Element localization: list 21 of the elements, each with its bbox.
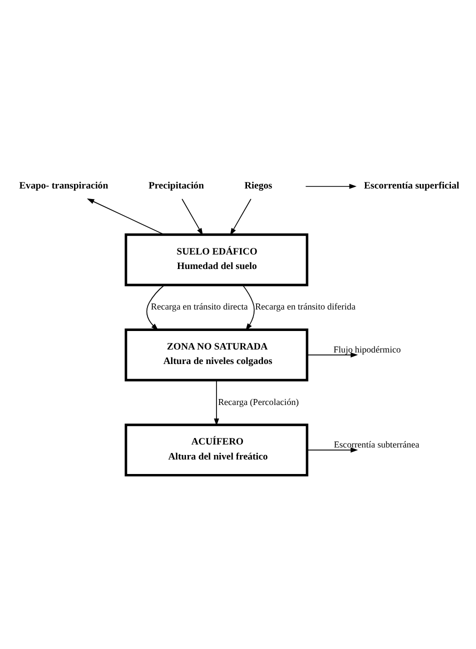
- node-text: Escorrentía superficial: [364, 180, 460, 192]
- node-box: ACUÍFERO Altura del nivel freático: [124, 424, 308, 476]
- arrow: [242, 284, 255, 331]
- arrow: [182, 198, 203, 236]
- arrow: [305, 184, 357, 189]
- node-box: ZONA NO SATURADA Altura de niveles colgados: [124, 328, 308, 382]
- arrow: [146, 284, 165, 330]
- arrow: [214, 380, 220, 426]
- arrow: [86, 198, 164, 235]
- edge-label: Recarga en tránsito diferida: [255, 302, 356, 312]
- node-text: Evapo- transpiración: [19, 180, 108, 192]
- edge-label: Escorrentía subterránea: [334, 440, 420, 450]
- node-text: Riegos: [244, 180, 272, 192]
- arrow: [306, 447, 358, 453]
- arrow: [306, 352, 358, 358]
- node-box: SUELO EDÁFICO Humedad del suelo: [124, 233, 308, 286]
- edge-label: Recarga en tránsito directa: [150, 302, 248, 312]
- edge-label: Recarga (Percolación): [218, 396, 299, 407]
- edge-label: Flujo hipodérmico: [333, 344, 401, 354]
- arrow: [230, 198, 252, 236]
- node-text: Precipitación: [148, 180, 204, 192]
